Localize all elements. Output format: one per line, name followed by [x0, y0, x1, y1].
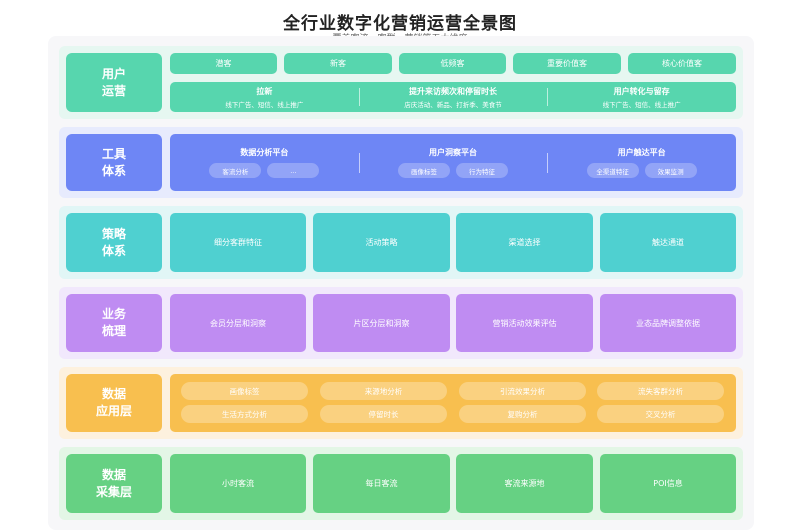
application-item: 引流效果分析: [459, 382, 586, 400]
business-item: 片区分层和洞察: [313, 294, 450, 352]
strategy-item: 渠道选择: [456, 213, 593, 272]
platform-chip: 行为特征: [456, 163, 508, 178]
user-goals-bar: 拉新 线下广告、短信、线上推广 提升来访频次和停留时长 店庆活动、新品、打折季、…: [170, 82, 736, 112]
layer-label-strategy: 策略 体系: [66, 213, 162, 272]
platform-user-insight: 用户洞察平台 画像标签 行为特征: [358, 134, 548, 191]
user-goal-title: 提升来访频次和停留时长: [409, 86, 497, 96]
application-item: 停留时长: [320, 405, 447, 423]
user-tag-core-value: 核心价值客: [628, 53, 736, 74]
platform-chip: ...: [267, 163, 320, 178]
user-tag-potential: 潜客: [170, 53, 277, 74]
user-goal-sub: 店庆活动、新品、打折季、美食节: [404, 100, 502, 109]
business-item: 业态品牌调整依据: [600, 294, 736, 352]
layer-strategy-system: 策略 体系 细分客群特征 活动策略 渠道选择 触达通道: [59, 206, 743, 279]
tool-platforms-bar: 数据分析平台 客流分析 ... 用户洞察平台 画像标签 行为特征 用户触达平台 …: [170, 134, 736, 191]
business-item: 会员分层和洞察: [170, 294, 306, 352]
application-item: 画像标签: [181, 382, 308, 400]
user-goal-frequency: 提升来访频次和停留时长 店庆活动、新品、打折季、美食节: [358, 82, 548, 112]
platform-user-reach: 用户触达平台 全渠道特征 效果监测: [547, 134, 736, 191]
collection-item: 每日客流: [313, 454, 450, 513]
platform-title: 用户洞察平台: [429, 148, 477, 157]
collection-item: 客流来源地: [456, 454, 593, 513]
application-item: 来源地分析: [320, 382, 447, 400]
user-goal-title: 用户转化与留存: [613, 86, 670, 96]
platform-chip: 客流分析: [209, 163, 262, 178]
layer-label-user: 用户 运营: [66, 53, 162, 112]
application-item: 交叉分析: [597, 405, 724, 423]
user-tag-important-value: 重要价值客: [513, 53, 621, 74]
application-item: 流失客群分析: [597, 382, 724, 400]
strategy-item: 活动策略: [313, 213, 450, 272]
platform-chip: 全渠道特征: [586, 163, 639, 178]
platform-data-analysis: 数据分析平台 客流分析 ...: [170, 134, 359, 191]
collection-item: 小时客流: [170, 454, 306, 513]
business-item: 营销活动效果评估: [456, 294, 593, 352]
layer-label-application: 数据 应用层: [66, 374, 162, 432]
application-item: 复购分析: [459, 405, 586, 423]
user-goal-acquire: 拉新 线下广告、短信、线上推广: [170, 82, 359, 112]
platform-chip: 效果监测: [644, 163, 697, 178]
page-title: 全行业数字化营销运营全景图: [283, 14, 517, 34]
user-goal-retention: 用户转化与留存 线下广告、短信、线上推广: [547, 82, 736, 112]
layer-tool-system: 工具 体系 数据分析平台 客流分析 ... 用户洞察平台 画像标签 行为特征 用…: [59, 127, 743, 198]
application-item: 生活方式分析: [181, 405, 308, 423]
collection-item: POI信息: [600, 454, 736, 513]
layer-data-collection: 数据 采集层 小时客流 每日客流 客流来源地 POI信息: [59, 447, 743, 520]
platform-chip: 画像标签: [398, 163, 450, 178]
user-tag-new: 新客: [284, 53, 392, 74]
layer-label-collection: 数据 采集层: [66, 454, 162, 513]
platform-title: 数据分析平台: [240, 148, 289, 157]
user-goal-sub: 线下广告、短信、线上推广: [602, 100, 681, 109]
application-bar: 画像标签 来源地分析 引流效果分析 流失客群分析 生活方式分析 停留时长 复购分…: [170, 374, 736, 432]
user-goal-sub: 线下广告、短信、线上推广: [225, 100, 304, 109]
platform-title: 用户触达平台: [617, 148, 666, 157]
user-goal-title: 拉新: [256, 86, 273, 96]
layer-data-application: 数据 应用层 画像标签 来源地分析 引流效果分析 流失客群分析 生活方式分析 停…: [59, 367, 743, 439]
layer-business-review: 业务 梳理 会员分层和洞察 片区分层和洞察 营销活动效果评估 业态品牌调整依据: [59, 287, 743, 359]
strategy-item: 细分客群特征: [170, 213, 306, 272]
layer-label-business: 业务 梳理: [66, 294, 162, 352]
user-tag-low-frequency: 低频客: [399, 53, 506, 74]
strategy-item: 触达通道: [600, 213, 736, 272]
layer-label-tool: 工具 体系: [66, 134, 162, 191]
layer-user-operations: 用户 运营 潜客 新客 低频客 重要价值客 核心价值客 拉新 线下广告、短信、线…: [59, 46, 743, 119]
